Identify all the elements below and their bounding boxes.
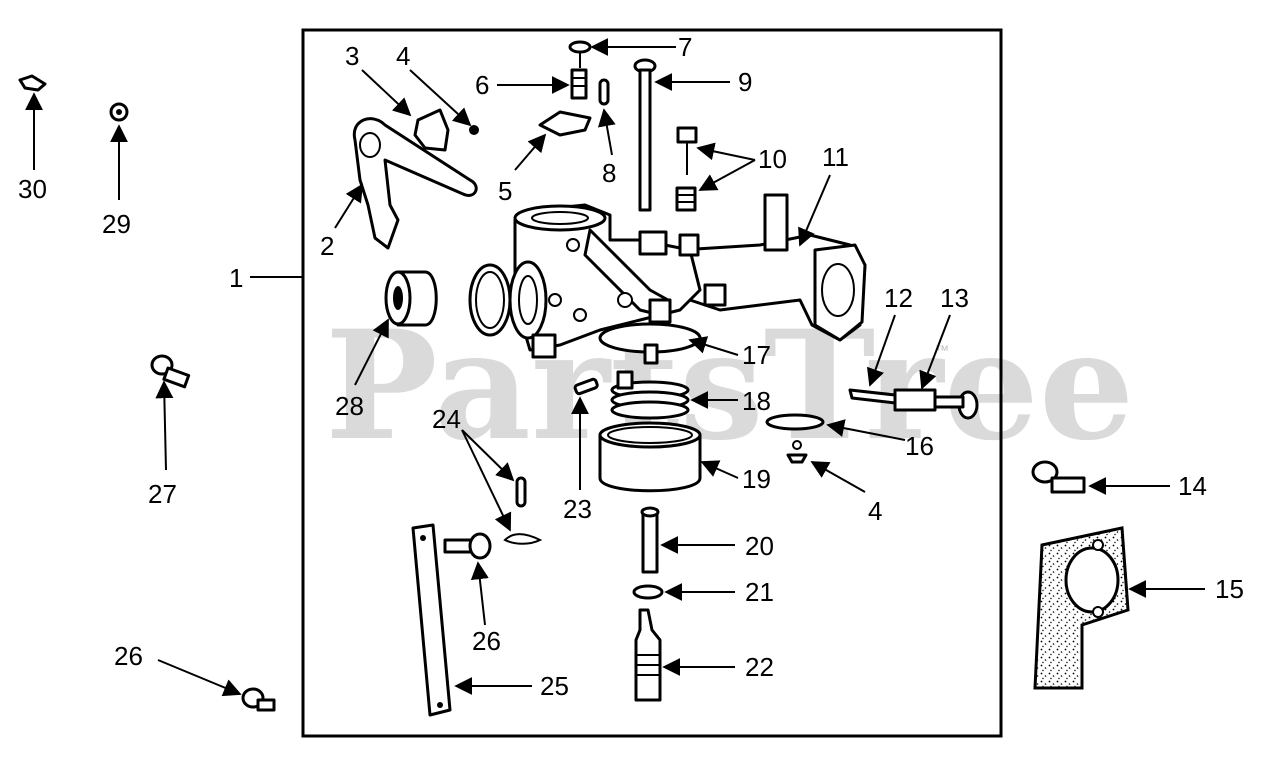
callout-11: 11 <box>798 142 849 247</box>
part-4-screw-bottom <box>786 440 808 464</box>
part-21-washer <box>632 584 664 600</box>
callout-21-label: 21 <box>745 577 774 607</box>
callout-18: 18 <box>690 386 771 416</box>
part-25-link <box>411 523 452 717</box>
callout-8: 8 <box>597 108 616 188</box>
part-3-plate <box>413 108 450 152</box>
callout-21: 21 <box>664 577 774 607</box>
callout-2-label: 2 <box>320 231 334 261</box>
callout-8-label: 8 <box>602 158 616 188</box>
callout-6-label: 6 <box>475 70 489 100</box>
callout-23-label: 23 <box>563 494 592 524</box>
part-20-pipe <box>640 506 660 574</box>
callout-1: 1 <box>229 263 303 293</box>
callout-20: 20 <box>660 531 774 561</box>
callout-7: 7 <box>590 32 692 62</box>
callout-20-label: 20 <box>745 531 774 561</box>
callout-17: 17 <box>688 336 771 370</box>
part-4-screw-top <box>469 125 479 135</box>
callout-26-outside: 26 <box>114 641 242 697</box>
callout-25-label: 25 <box>540 671 569 701</box>
callout-14-label: 14 <box>1178 471 1207 501</box>
callout-3-label: 3 <box>345 41 359 71</box>
part-7-screw <box>568 40 592 68</box>
part-10-screw-spring <box>675 126 698 212</box>
callout-3: 3 <box>345 41 412 117</box>
callout-15-label: 15 <box>1215 574 1244 604</box>
callout-7-label: 7 <box>678 32 692 62</box>
part-16-washer <box>765 413 825 431</box>
part-6-spring <box>570 68 588 100</box>
part-26-screw-outside <box>241 687 276 712</box>
callout-19-label: 19 <box>742 464 771 494</box>
part-15-gasket <box>1033 526 1130 690</box>
watermark: PartsTree <box>325 298 1134 474</box>
callout-6: 6 <box>475 70 570 100</box>
callout-13: 13 <box>919 283 969 390</box>
callout-29: 29 <box>102 124 131 239</box>
callout-10: 10 <box>696 142 787 191</box>
callout-4-top-label: 4 <box>396 41 410 71</box>
callout-2: 2 <box>320 183 363 261</box>
part-23-pin <box>573 377 599 396</box>
part-26-screw-inside <box>443 532 492 560</box>
callout-24-label: 24 <box>432 404 461 434</box>
part-30-clip <box>18 74 47 92</box>
callout-14: 14 <box>1088 471 1207 501</box>
callout-22: 22 <box>662 652 774 682</box>
part-24-pin-clip <box>503 476 543 545</box>
callout-4-bottom: 4 <box>810 461 882 526</box>
callout-23: 23 <box>563 396 592 524</box>
callout-18-label: 18 <box>742 386 771 416</box>
part-27-screw <box>150 354 191 389</box>
callout-11-label: 11 <box>822 142 849 172</box>
callout-9: 9 <box>654 67 752 97</box>
callout-30-label: 30 <box>18 174 47 204</box>
callout-17-label: 17 <box>742 340 771 370</box>
part-8-pin <box>598 78 610 106</box>
callout-12: 12 <box>866 283 913 387</box>
callout-27-label: 27 <box>148 479 177 509</box>
callout-25: 25 <box>454 671 569 701</box>
assembly-frame <box>301 28 1003 738</box>
callout-19: 19 <box>700 460 771 494</box>
callout-27: 27 <box>148 380 177 509</box>
callout-16: 16 <box>826 419 934 461</box>
part-9-shaft <box>633 58 657 212</box>
callout-5: 5 <box>498 133 547 206</box>
part-2-throttle-lever <box>352 117 478 250</box>
callout-28: 28 <box>335 318 389 421</box>
part-13-adjusting-screw <box>893 388 979 420</box>
callout-30: 30 <box>18 92 47 204</box>
callout-26-inside: 26 <box>470 561 501 656</box>
callout-26-outside-label: 26 <box>114 641 143 671</box>
callout-10-label: 10 <box>758 144 787 174</box>
part-14-screw <box>1031 460 1086 494</box>
callout-24: 24 <box>432 404 515 532</box>
callout-26-inside-label: 26 <box>472 626 501 656</box>
callout-15: 15 <box>1128 574 1244 604</box>
part-5-bracket <box>538 110 592 137</box>
part-19-float-bowl <box>598 421 702 493</box>
callout-4-top: 4 <box>396 41 472 127</box>
part-29-nut <box>109 102 129 122</box>
callout-22-label: 22 <box>745 652 774 682</box>
callout-29-label: 29 <box>102 209 131 239</box>
callout-12-label: 12 <box>884 283 913 313</box>
callout-5-label: 5 <box>498 176 512 206</box>
callout-16-label: 16 <box>905 431 934 461</box>
callout-1-label: 1 <box>229 263 243 293</box>
callout-4-bottom-label: 4 <box>868 496 882 526</box>
part-22-drain-valve <box>634 608 662 702</box>
callout-28-label: 28 <box>335 391 364 421</box>
callout-13-label: 13 <box>940 283 969 313</box>
part-18-spring <box>610 370 690 420</box>
callout-9-label: 9 <box>738 67 752 97</box>
part-28-bushing <box>384 270 438 327</box>
